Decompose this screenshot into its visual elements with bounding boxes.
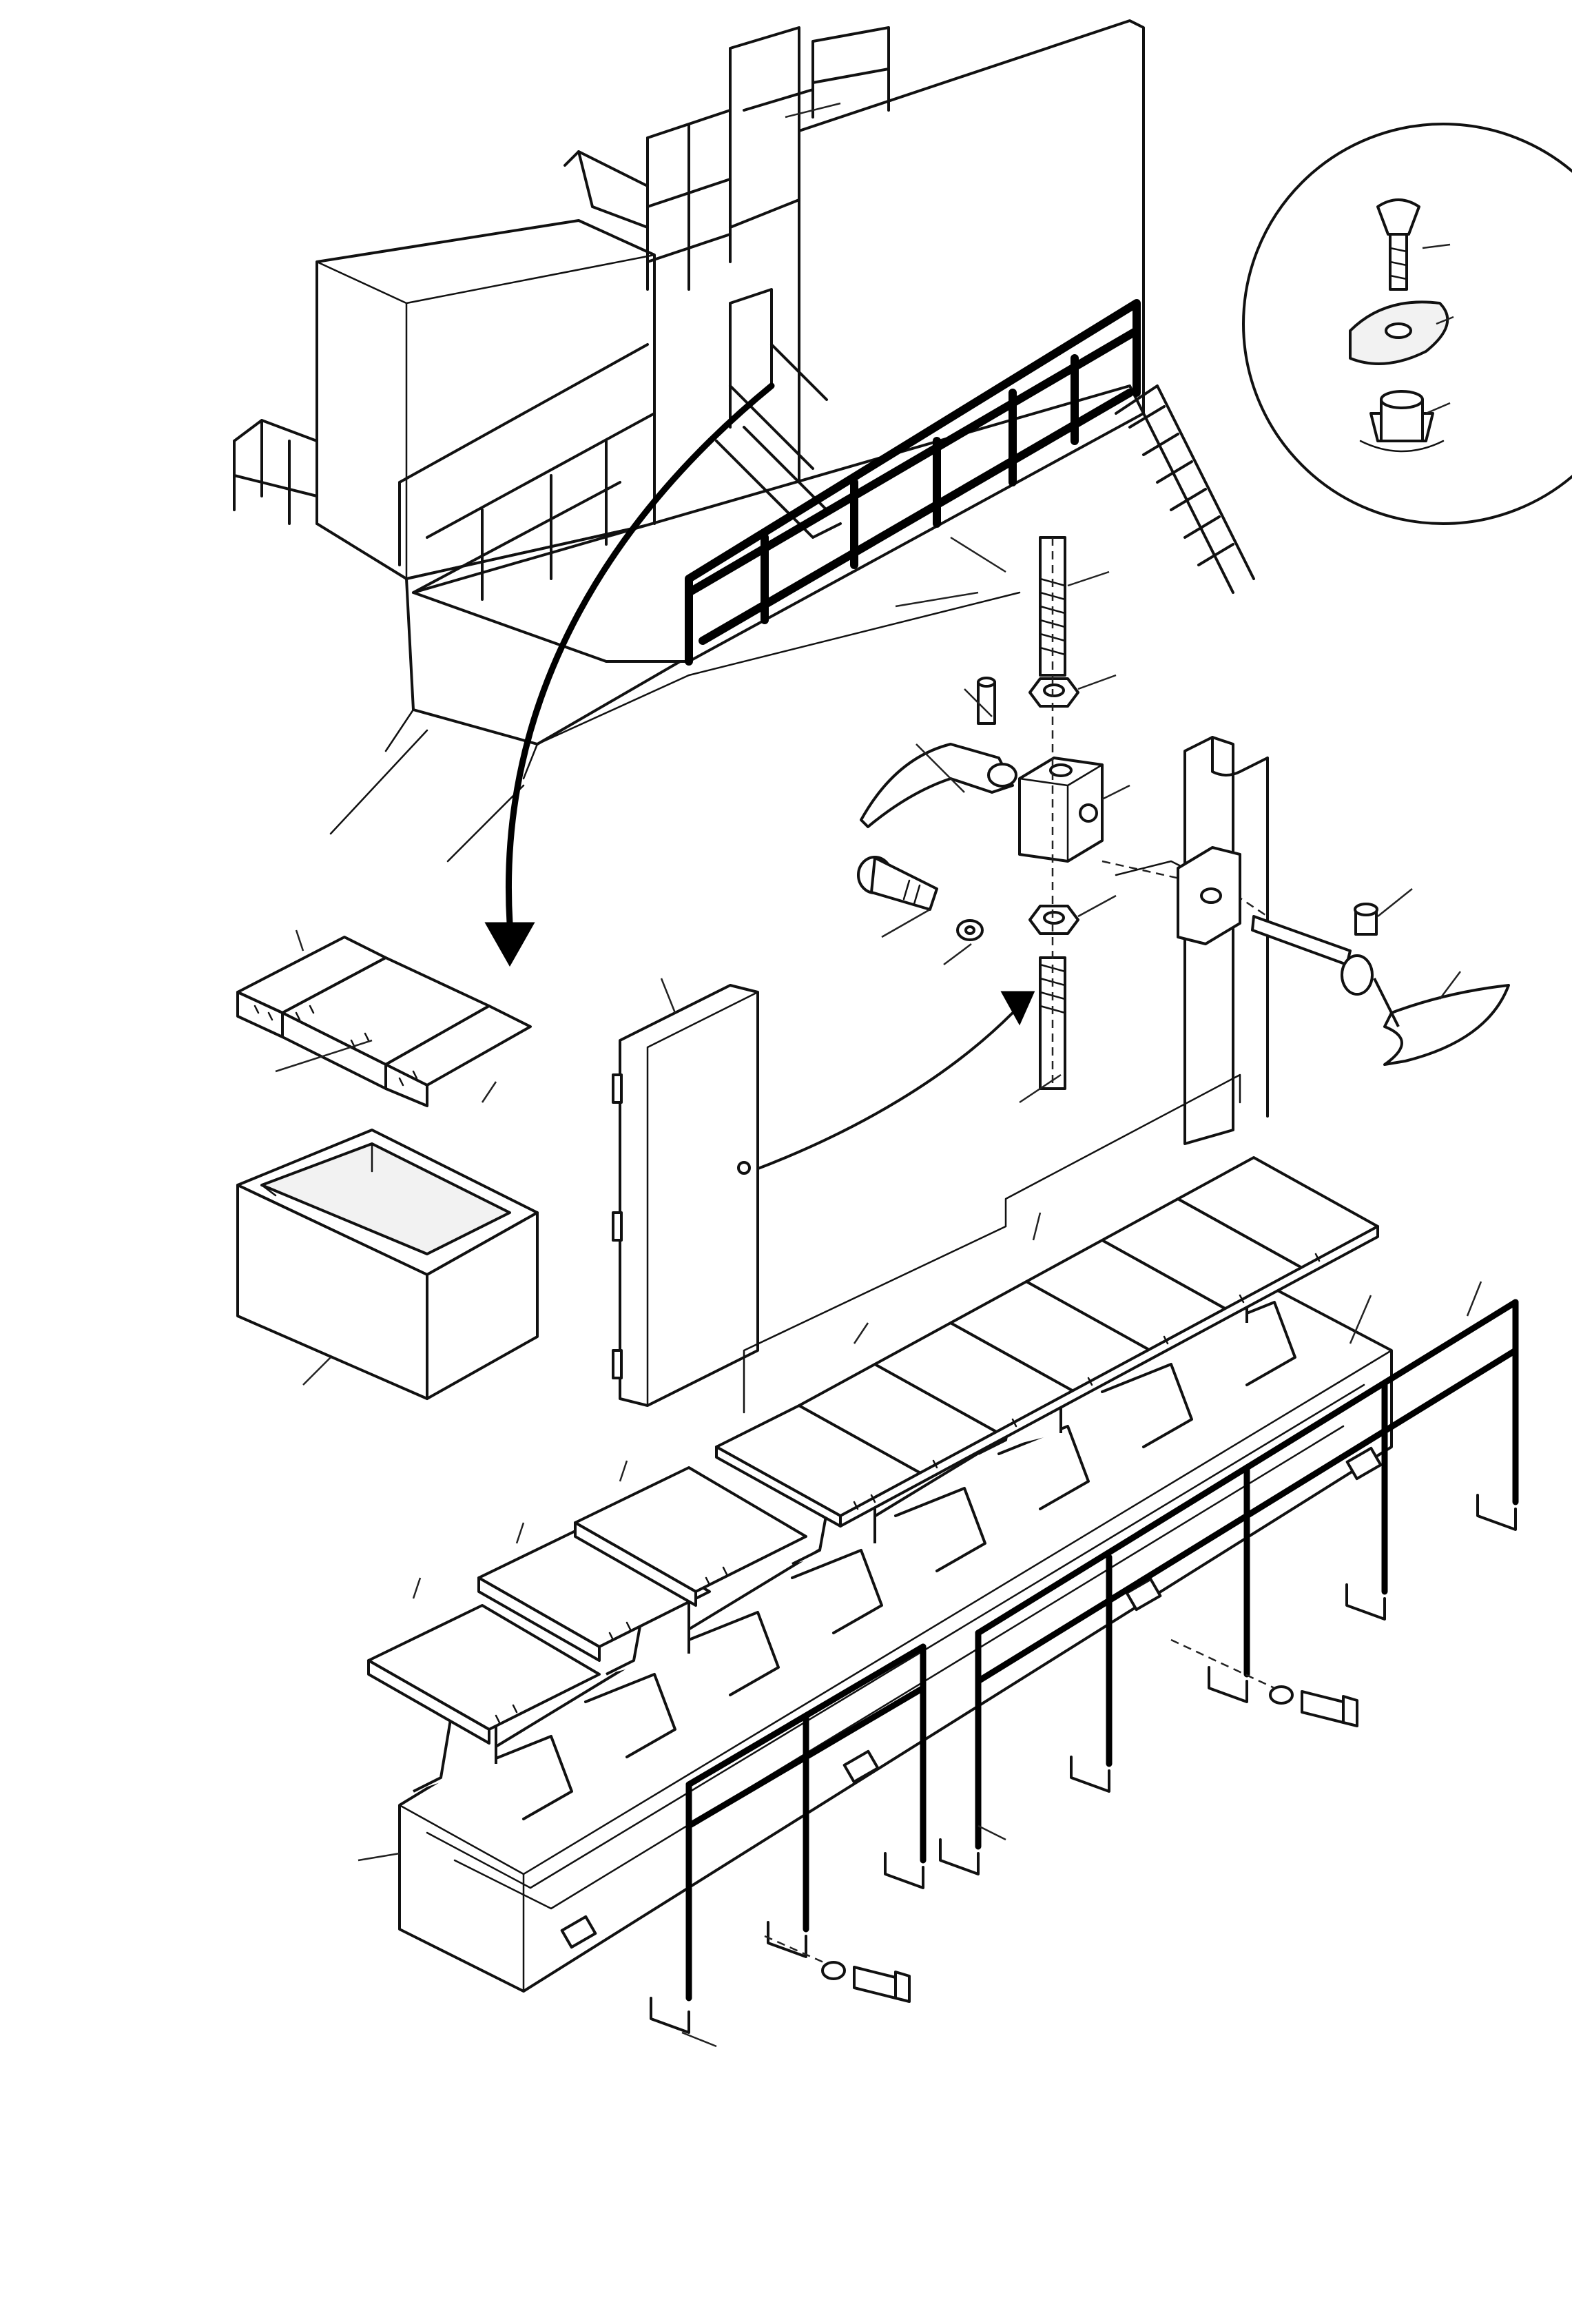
- cam-washer: [1349, 300, 1449, 365]
- upper-floor-plates: [715, 1156, 1379, 1528]
- countersunk-screw: [1376, 198, 1420, 291]
- railing-mount-bolt-1: [821, 1961, 911, 2003]
- upper-hex-nut: [1028, 677, 1079, 708]
- flat-washer: [956, 919, 984, 941]
- t-handle-latch: [1251, 915, 1510, 1066]
- set-screw: [1354, 903, 1378, 936]
- lower-floor-plates: [367, 1466, 807, 1745]
- walkway-assembly: [358, 1073, 1519, 2048]
- lower-hex-nut: [1028, 905, 1079, 935]
- curved-arrow-to-cover-panels: [484, 382, 775, 967]
- clamp-block: [1018, 757, 1104, 863]
- railing-mount-brackets: [650, 1494, 1517, 2034]
- access-door-panel: [612, 978, 759, 1407]
- walkway-front-railing: [685, 1299, 1519, 2002]
- locking-hardware-assembly: [857, 536, 1268, 1104]
- cover-panel-set: [236, 929, 532, 1107]
- front-guard-railing: [685, 299, 1141, 666]
- machine-housing: [316, 219, 656, 580]
- railing-mount-bolt-2: [1269, 1685, 1358, 1727]
- curved-arrow-to-hardware: [749, 991, 1035, 1173]
- storage-box: [236, 1129, 539, 1400]
- left-platform-railing: [233, 343, 656, 601]
- machine-body: [233, 19, 1255, 863]
- clamp-lever-handle: [860, 743, 1017, 828]
- upper-railings: [563, 26, 890, 539]
- roll-pin: [977, 677, 996, 725]
- access-ladder: [1115, 384, 1255, 594]
- door-frame-section: [1115, 736, 1510, 1145]
- fastener-detail-circle: [1242, 123, 1572, 525]
- trough-mount-plates: [560, 1446, 1383, 1949]
- threaded-bushing: [1359, 390, 1445, 453]
- shoulder-bolt: [857, 856, 938, 911]
